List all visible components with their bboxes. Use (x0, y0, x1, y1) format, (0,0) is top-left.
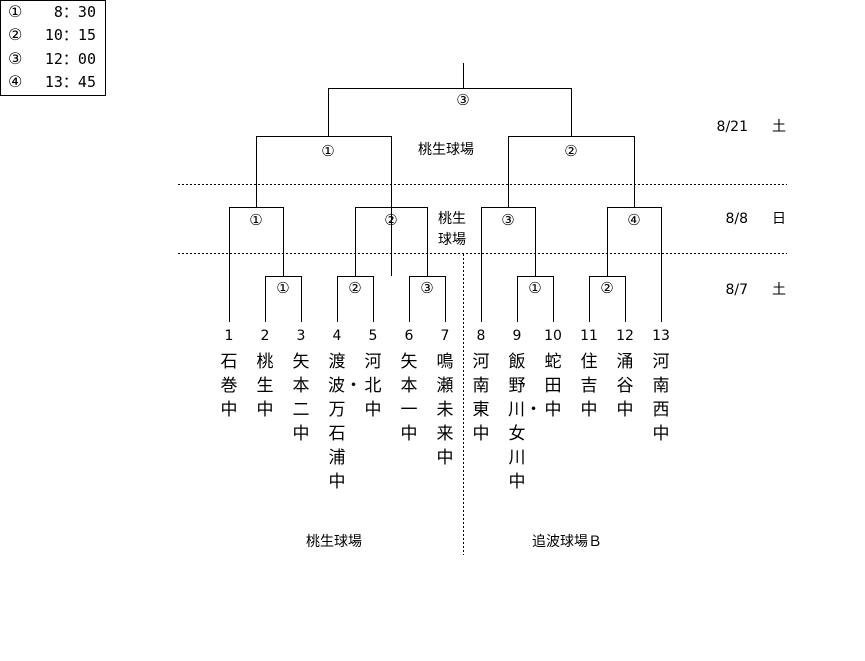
team-name: 鳴瀬未来中 (436, 352, 454, 468)
legend-time: 13：45 (44, 73, 96, 91)
match-mark-r2: ① (249, 211, 263, 229)
legend-row: ④ 13：45 (0, 70, 104, 94)
round-date: 8/21 (716, 119, 748, 135)
venue-label-final: 桃生球場 (418, 142, 474, 158)
r1-bracket-3 (409, 276, 446, 322)
venue-label-r2-line1: 桃生 (438, 211, 466, 227)
round-day: 土 (772, 119, 786, 135)
team-number: 10 (544, 328, 562, 344)
semi-left-bracket (256, 136, 392, 276)
team-name: 河南東中 (472, 352, 490, 444)
match-mark-r1: ① (528, 279, 542, 297)
legend-time: 8：30 (53, 3, 96, 21)
team-number: 6 (404, 328, 414, 344)
team-number: 11 (580, 328, 598, 344)
legend-mark: ③ (8, 49, 23, 68)
legend-row: ③ 12：00 (0, 47, 104, 71)
team-name: 桃生中 (256, 352, 274, 420)
legend-row: ② 10：15 (0, 23, 104, 47)
team-name: 石巻中 (220, 352, 238, 420)
match-mark-r2: ④ (627, 211, 641, 229)
team-number: 2 (260, 328, 270, 344)
match-mark-r2: ③ (501, 211, 515, 229)
match-mark-r1: ② (348, 279, 362, 297)
team-name: 住吉中 (580, 352, 598, 420)
round-day: 土 (772, 282, 786, 298)
legend-mark: ④ (8, 72, 23, 91)
team-number: 3 (296, 328, 306, 344)
team-number: 9 (512, 328, 522, 344)
r2-bracket-2 (355, 207, 428, 276)
team-name: 渡波・万石浦中 (328, 352, 362, 492)
round-date: 8/7 (725, 282, 748, 298)
team-name: 飯野川・女川中 (508, 352, 542, 492)
team-name: 涌谷中 (616, 352, 634, 420)
round-day: 日 (772, 211, 786, 227)
round-date: 8/8 (725, 211, 748, 227)
r1-bracket-2 (337, 276, 374, 322)
team-name: 河南西中 (652, 352, 670, 444)
final-bracket (328, 63, 572, 136)
team-name: 矢本二中 (292, 352, 310, 444)
semi-right-bracket (508, 136, 635, 207)
team-number: 5 (368, 328, 378, 344)
match-mark-r1: ③ (420, 279, 434, 297)
r1-bracket-4 (517, 276, 554, 322)
venue-label-right: 追波球場Ｂ (532, 534, 602, 550)
legend-time: 12：00 (44, 50, 96, 68)
match-mark-semi-left: ① (321, 142, 335, 160)
legend-row: ① 8：30 (0, 0, 104, 24)
legend-mark: ② (8, 25, 23, 44)
time-legend: ① 8：30 ② 10：15 ③ 12：00 ④ 13：45 (0, 0, 106, 96)
team-name: 矢本一中 (400, 352, 418, 444)
team-number: 13 (652, 328, 670, 344)
team-number: 12 (616, 328, 634, 344)
match-mark-final: ③ (456, 91, 470, 109)
r2-bracket-1 (229, 207, 284, 322)
team-name: 蛇田中 (544, 352, 562, 420)
team-number: 1 (224, 328, 234, 344)
match-mark-r2: ② (384, 211, 398, 229)
legend-time: 10：15 (44, 26, 96, 44)
team-number: 8 (476, 328, 486, 344)
match-mark-r1: ① (276, 279, 290, 297)
team-number: 7 (440, 328, 450, 344)
match-mark-r1: ② (600, 279, 614, 297)
team-name: 河北中 (364, 352, 382, 420)
match-mark-semi-right: ② (564, 142, 578, 160)
r1-bracket-1 (265, 276, 302, 322)
r1-bracket-5 (589, 276, 626, 322)
team-number: 4 (332, 328, 342, 344)
r2-bracket-3 (481, 207, 536, 322)
venue-label-r2-line2: 球場 (438, 232, 466, 248)
legend-mark: ① (8, 2, 23, 21)
venue-label-left: 桃生球場 (306, 534, 362, 550)
r2-bracket-4 (607, 207, 662, 322)
